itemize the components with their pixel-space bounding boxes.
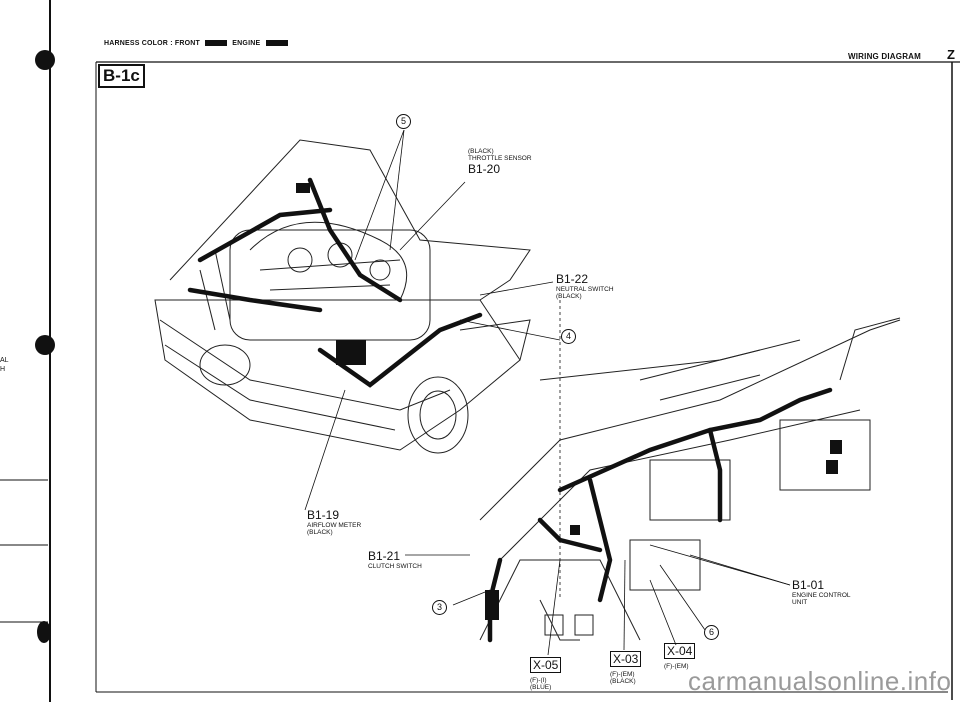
connector-x-03-type: (F)-(EM) — [610, 671, 635, 678]
connector-x-05-code: X-05 — [530, 657, 562, 673]
glovebox — [779, 419, 871, 491]
dashboard-outline — [479, 319, 901, 521]
circle-ref-3: 3 — [432, 600, 447, 615]
connector-x-05: X-05 (F)-(I) (BLUE) — [530, 656, 562, 691]
connector-b1-20-name: THROTTLE SENSOR — [468, 155, 532, 162]
connector-b1-20-color: (BLACK) — [468, 148, 494, 155]
headlight-left — [199, 344, 251, 386]
connector-b1-01-code: B1-01 — [792, 578, 825, 592]
connector-b1-20: (BLACK) THROTTLE SENSOR B1-20 — [468, 148, 532, 176]
harness-color-label: HARNESS COLOR : FRONT — [104, 40, 200, 47]
section-letter: Z — [947, 47, 955, 62]
connector-b1-21-code: B1-21 — [368, 549, 401, 563]
engine-harness-main — [197, 207, 333, 263]
circle-ref-6: 6 — [704, 625, 719, 640]
car-front-body — [154, 299, 521, 451]
connector-b1-22: B1-22 NEUTRAL SWITCH (BLACK) — [556, 272, 614, 300]
connector-x-04-code: X-04 — [664, 643, 696, 659]
connector-x-04-type: (F)-(EM) — [664, 663, 689, 670]
binding-marks — [0, 0, 55, 702]
car-hood-outline — [169, 139, 531, 301]
left-margin-text-2: H — [0, 366, 6, 373]
connector-x-03-color: (BLACK) — [610, 678, 636, 685]
engine-label: ENGINE — [232, 40, 261, 47]
connector-x-05-type: (F)-(I) — [530, 677, 547, 684]
left-margin-strip — [0, 0, 70, 702]
connector-b1-01-name: ENGINE CONTROL — [792, 592, 851, 599]
front-swatch — [205, 40, 228, 47]
pedal-1 — [544, 614, 564, 636]
engine-swatch — [265, 40, 288, 47]
connector-b1-21-name: CLUTCH SWITCH — [368, 563, 422, 570]
connector-b1-01-name-2: UNIT — [792, 599, 808, 606]
engine-block — [229, 229, 431, 341]
connector-x-04: X-04 (F)-(EM) — [664, 642, 696, 670]
car-bumper — [159, 319, 451, 411]
binder-hole-2 — [35, 335, 55, 355]
connector-x-03-code: X-03 — [610, 651, 642, 667]
connector-x-05-color: (BLUE) — [530, 684, 552, 691]
connector-b1-19-name: AIRFLOW METER — [307, 522, 362, 529]
front-wheel — [407, 376, 469, 454]
connector-b1-22-name: NEUTRAL SWITCH — [556, 286, 614, 293]
watermark: carmanualsonline.info — [688, 666, 952, 696]
harness-color-legend: HARNESS COLOR : FRONT ENGINE — [104, 40, 291, 47]
connector-b1-22-code: B1-22 — [556, 272, 589, 286]
connector-b1-19: B1-19 AIRFLOW METER (BLACK) — [307, 508, 361, 536]
connector-x-03: X-03 (F)-(EM) (BLACK) — [610, 650, 642, 685]
circle-ref-5: 5 — [396, 114, 411, 129]
connector-b1-22-color: (BLACK) — [556, 293, 582, 300]
binder-hole-3 — [37, 621, 51, 643]
connector-b1-20-code: B1-20 — [468, 162, 501, 176]
binder-hole-1 — [35, 50, 55, 70]
connector-b1-19-color: (BLACK) — [307, 529, 333, 536]
connector-b1-19-code: B1-19 — [307, 508, 340, 522]
ecu-box — [629, 539, 701, 591]
circle-ref-4: 4 — [561, 329, 576, 344]
section-title: WIRING DIAGRAM — [848, 52, 922, 61]
pedal-2 — [574, 614, 594, 636]
dash-harness-main — [557, 387, 833, 493]
connector-b1-01: B1-01 ENGINE CONTROL UNIT — [792, 578, 851, 606]
connector-b1-21: B1-21 CLUTCH SWITCH — [368, 549, 422, 570]
left-margin-text-1: AL — [0, 357, 9, 364]
page-tag: B-1c — [98, 64, 145, 88]
